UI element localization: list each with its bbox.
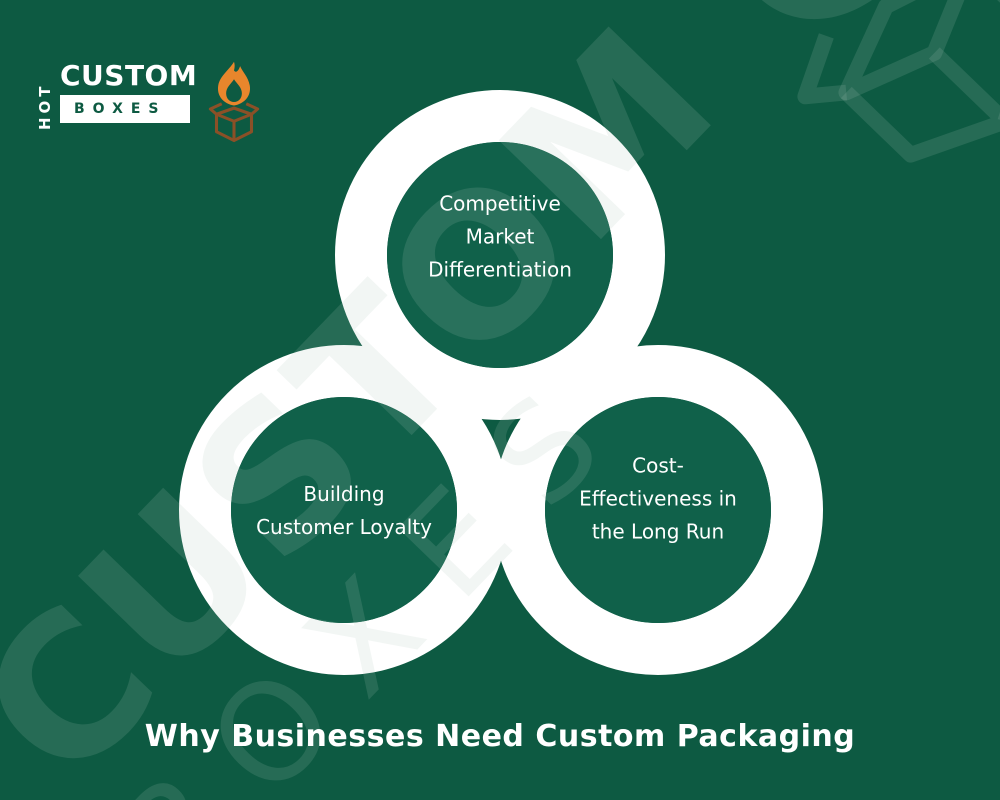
ring-bottom-right: [493, 345, 823, 675]
circle-label-building-customer-loyalty: Building Customer Loyalty: [209, 478, 479, 544]
circle-label-line: Cost-: [632, 453, 684, 478]
circle-label-line: Differentiation: [428, 257, 572, 282]
ring-bottom-left: [179, 345, 509, 675]
ring-top: [335, 90, 665, 420]
logo-o-dot: [154, 71, 160, 77]
circle-label-line: Market: [465, 224, 535, 249]
logo-hot-text: HOT: [36, 82, 54, 130]
inner-circle-bottom-right: [545, 397, 771, 623]
circle-label-line: Effectiveness in: [579, 486, 737, 511]
flame-box-icon: [209, 61, 260, 143]
circle-label-competitive-market-differentiation: Competitive Market Differentiation: [365, 188, 635, 287]
infographic-title: Why Businesses Need Custom Packaging: [144, 719, 856, 754]
logo-hot-custom-boxes: HOT CUSTOM BOXES: [36, 59, 262, 149]
open-box-icon: [209, 102, 260, 143]
circle-label-line: Building: [303, 482, 385, 506]
circle-label-line: the Long Run: [591, 519, 725, 544]
logo-boxes-badge: BOXES: [60, 95, 190, 123]
inner-circle-top: [387, 142, 613, 368]
logo-wordmark: CUSTOM BOXES: [60, 62, 197, 123]
logo-custom-text: CUSTOM: [60, 59, 198, 92]
logo-flame-box-icon: [206, 59, 262, 149]
circle-label-line: Competitive: [439, 191, 561, 216]
flame-icon: [218, 61, 251, 106]
circle-label-cost-effectiveness: Cost- Effectiveness in the Long Run: [523, 450, 793, 549]
inner-circle-bottom-left: [231, 397, 457, 623]
circle-label-line: Customer Loyalty: [256, 515, 432, 539]
